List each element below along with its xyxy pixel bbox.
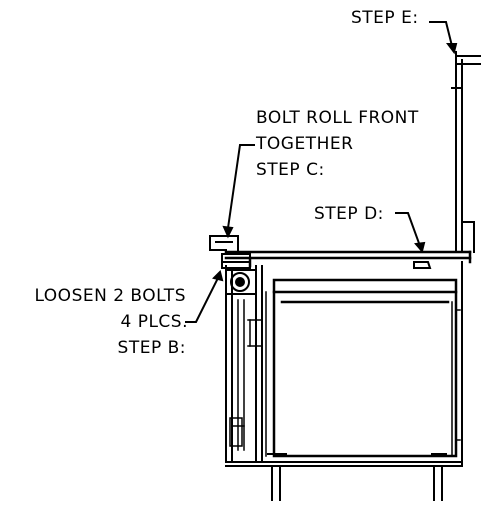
side-panel	[229, 299, 263, 451]
front-roll-bracket	[209, 235, 251, 269]
step-e-leader	[429, 21, 458, 55]
step-b-leader	[185, 270, 224, 323]
label-step-b: STEP B:	[117, 338, 186, 358]
lower-cabinet	[225, 261, 463, 467]
label-step-e: STEP E:	[351, 8, 419, 28]
countertop	[224, 250, 472, 268]
step-d-leader	[395, 212, 432, 269]
label-step-c: STEP C:	[256, 160, 325, 180]
step-c-leader	[222, 144, 255, 239]
label-bolt-roll-line1: BOLT ROLL FRONT	[256, 108, 419, 128]
label-step-d: STEP D:	[314, 204, 384, 224]
label-loosen-line2: 4 PLCS.	[120, 312, 188, 332]
legs	[267, 453, 447, 501]
upper-cabinet	[451, 51, 481, 253]
door-front	[272, 278, 458, 458]
label-loosen-line1: LOOSEN 2 BOLTS	[34, 286, 186, 306]
door-panel-edges	[265, 291, 461, 457]
label-bolt-roll-line2: TOGETHER	[256, 134, 354, 154]
bolt	[225, 269, 257, 295]
